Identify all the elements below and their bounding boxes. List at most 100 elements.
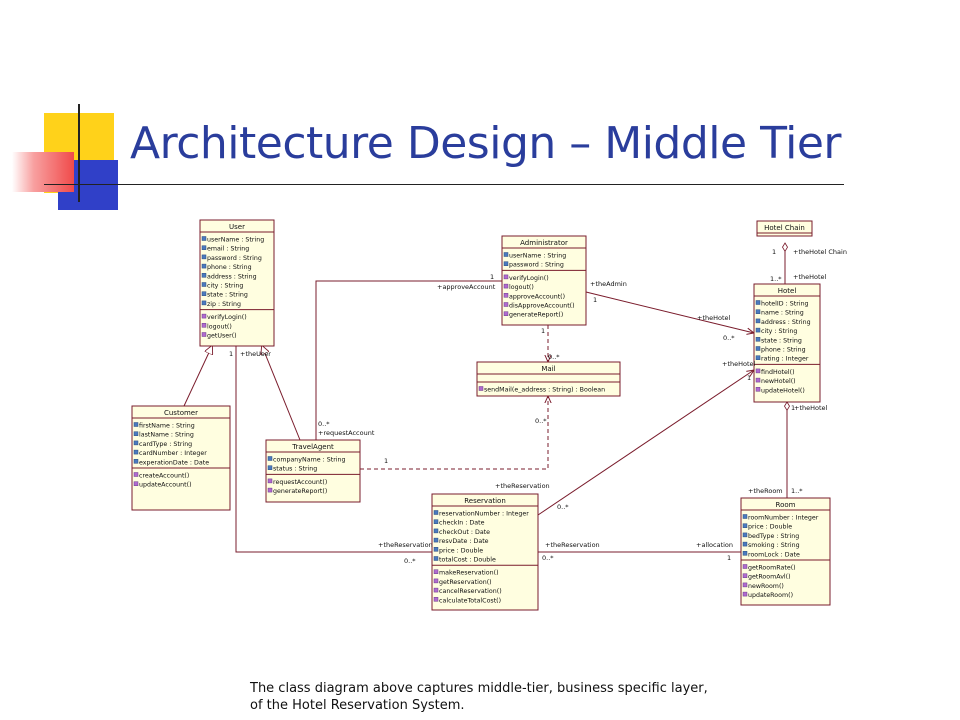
class-operation: cancelReservation() (439, 588, 502, 595)
mult-resv-hotel-many: 0..* (557, 503, 569, 511)
operation-icon (267, 487, 273, 493)
class-name: Mail (541, 365, 555, 373)
class-attribute: name : String (761, 310, 804, 317)
operation-icon (742, 582, 748, 588)
mult-request-many: 0..* (318, 420, 330, 428)
class-hotel: Hotel hotelID : String name : String addres… (753, 283, 821, 403)
class-attribute: state : String (761, 337, 802, 344)
class-attribute: status : String (273, 466, 317, 473)
operation-icon (755, 377, 761, 383)
class-attribute: address : String (761, 319, 811, 326)
attribute-icon (503, 261, 509, 266)
class-name: Hotel (778, 287, 797, 295)
class-attribute: price : Double (439, 547, 483, 554)
class-operation: createAccount() (139, 473, 189, 480)
label-the-hotel-chain: +theHotel Chain (793, 248, 847, 256)
slide-title: Architecture Design – Middle Tier (130, 118, 841, 169)
label-the-room: +theRoom (748, 487, 783, 495)
class-attribute: cardType : String (139, 441, 192, 448)
attribute-icon (503, 252, 509, 257)
attribute-icon (755, 318, 761, 324)
attribute-icon (201, 282, 207, 287)
class-attribute: resvDate : Date (439, 538, 489, 545)
class-attribute: email : String (207, 246, 249, 253)
class-attribute: reservationNumber : Integer (439, 511, 529, 518)
association-labels: +theUser 1 +approveAccount 1 +requestAcc… (229, 248, 847, 565)
operation-icon (478, 386, 484, 391)
class-attribute: rating : Integer (761, 356, 809, 363)
label-the-reservation-room: +theReservation (545, 541, 600, 549)
attribute-icon (755, 327, 761, 333)
operation-icon (755, 368, 761, 374)
label-the-user: +theUser (240, 350, 271, 358)
deco-red-square (12, 152, 74, 192)
class-attribute: hotelID : String (761, 301, 809, 308)
admin-hotel-link (585, 291, 754, 333)
mult-hotelchain-many: 1..* (770, 275, 782, 283)
attribute-icon (742, 532, 748, 538)
label-the-hotel-chain-side: +theHotel (793, 273, 827, 281)
attribute-icon (433, 510, 439, 515)
reservation-hotel-link (537, 370, 754, 516)
operation-icon (503, 283, 509, 289)
class-attribute: bedType : String (748, 533, 799, 540)
class-operation: logout() (509, 284, 534, 291)
attribute-icon (742, 514, 748, 519)
class-attribute: experationDate : Date (139, 459, 209, 466)
class-operation: newRoom() (748, 583, 784, 590)
attribute-icon (433, 537, 439, 543)
class-operation: getReservation() (439, 579, 492, 586)
operation-icon (133, 481, 139, 486)
label-request-account: +requestAccount (318, 429, 375, 437)
operation-icon (503, 293, 509, 298)
class-name: User (229, 223, 245, 231)
label-the-hotel-admin: +theHotel (697, 314, 731, 322)
class-operation: updateRoom() (748, 592, 793, 599)
operation-icon (503, 274, 509, 280)
class-operation: generateReport() (273, 488, 327, 495)
class-name: TravelAgent (291, 443, 334, 451)
attribute-icon (755, 300, 761, 305)
label-the-hotel-resv: +theHotel (722, 360, 756, 368)
class-name: Room (776, 501, 796, 509)
attribute-icon (201, 263, 207, 269)
class-operation: updateAccount() (139, 482, 192, 489)
class-attribute: zip : String (207, 301, 241, 308)
class-operation: disApproveAccount() (509, 303, 575, 310)
class-operation: updateHotel() (761, 387, 805, 394)
attribute-icon (755, 355, 761, 360)
attribute-icon (201, 245, 207, 250)
label-the-reservation-user: +theReservation (378, 541, 433, 549)
attribute-icon (201, 273, 207, 278)
attribute-icon (433, 547, 439, 552)
mult-hotelchain-one: 1 (772, 248, 776, 256)
operation-icon (433, 578, 439, 584)
attribute-icon (433, 556, 439, 561)
attribute-icon (133, 459, 139, 464)
class-operation: findHotel() (761, 369, 795, 376)
class-attribute: smoking : String (748, 542, 800, 549)
class-operation: verifyLogin() (509, 275, 549, 282)
operation-icon (433, 587, 439, 593)
class-attribute: roomNumber : Integer (748, 515, 819, 522)
attribute-icon (742, 523, 748, 528)
operation-icon (503, 311, 509, 316)
customer-generalization (183, 346, 212, 407)
operation-icon (742, 591, 748, 597)
label-the-hotel-room: +theHotel (794, 404, 828, 412)
operation-icon (742, 573, 748, 578)
class-operation: getUser() (207, 333, 237, 340)
operation-icon (742, 564, 748, 569)
mult-hotel-room-one: 1 (791, 404, 795, 412)
mult-mail-agent-many: 0..* (535, 417, 547, 425)
class-attribute: totalCost : Double (439, 557, 496, 564)
class-operation: requestAccount() (273, 479, 327, 486)
class-name: Hotel Chain (764, 224, 805, 232)
